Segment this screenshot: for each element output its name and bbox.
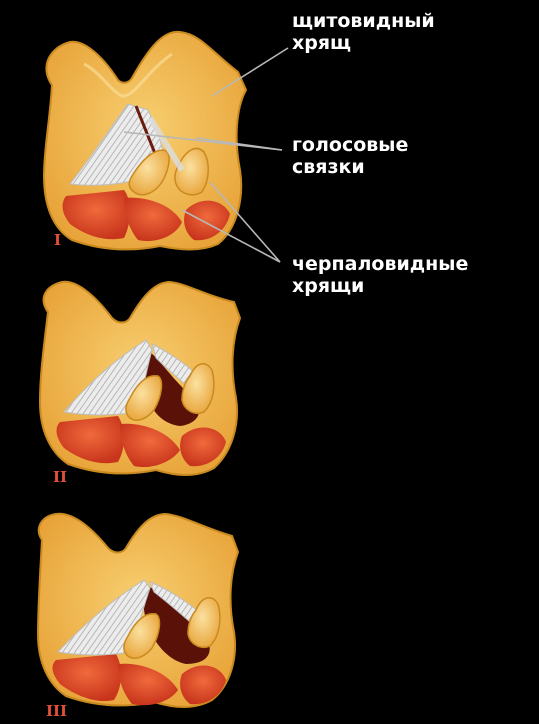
- panel-1-numeral: I: [54, 232, 61, 248]
- label-arytenoid-line-1: черпаловидные: [292, 253, 468, 275]
- label-arytenoid-cartilages: черпаловидные хрящи: [292, 253, 468, 297]
- label-thyroid-cartilage: щитовидный хрящ: [292, 10, 435, 54]
- label-vocal-line-2: связки: [292, 156, 408, 178]
- label-vocal-line-1: голосовые: [292, 134, 408, 156]
- label-vocal-cords: голосовые связки: [292, 134, 408, 178]
- label-thyroid-line-2: хрящ: [292, 32, 435, 54]
- panel-2-numeral: II: [53, 469, 67, 485]
- panel-3-larynx: [38, 514, 238, 707]
- label-thyroid-line-1: щитовидный: [292, 10, 435, 32]
- label-arytenoid-line-2: хрящи: [292, 275, 468, 297]
- panel-3-muscle-right: [180, 665, 226, 704]
- panel-3-numeral: III: [46, 703, 67, 719]
- panel-2-larynx: [40, 282, 240, 475]
